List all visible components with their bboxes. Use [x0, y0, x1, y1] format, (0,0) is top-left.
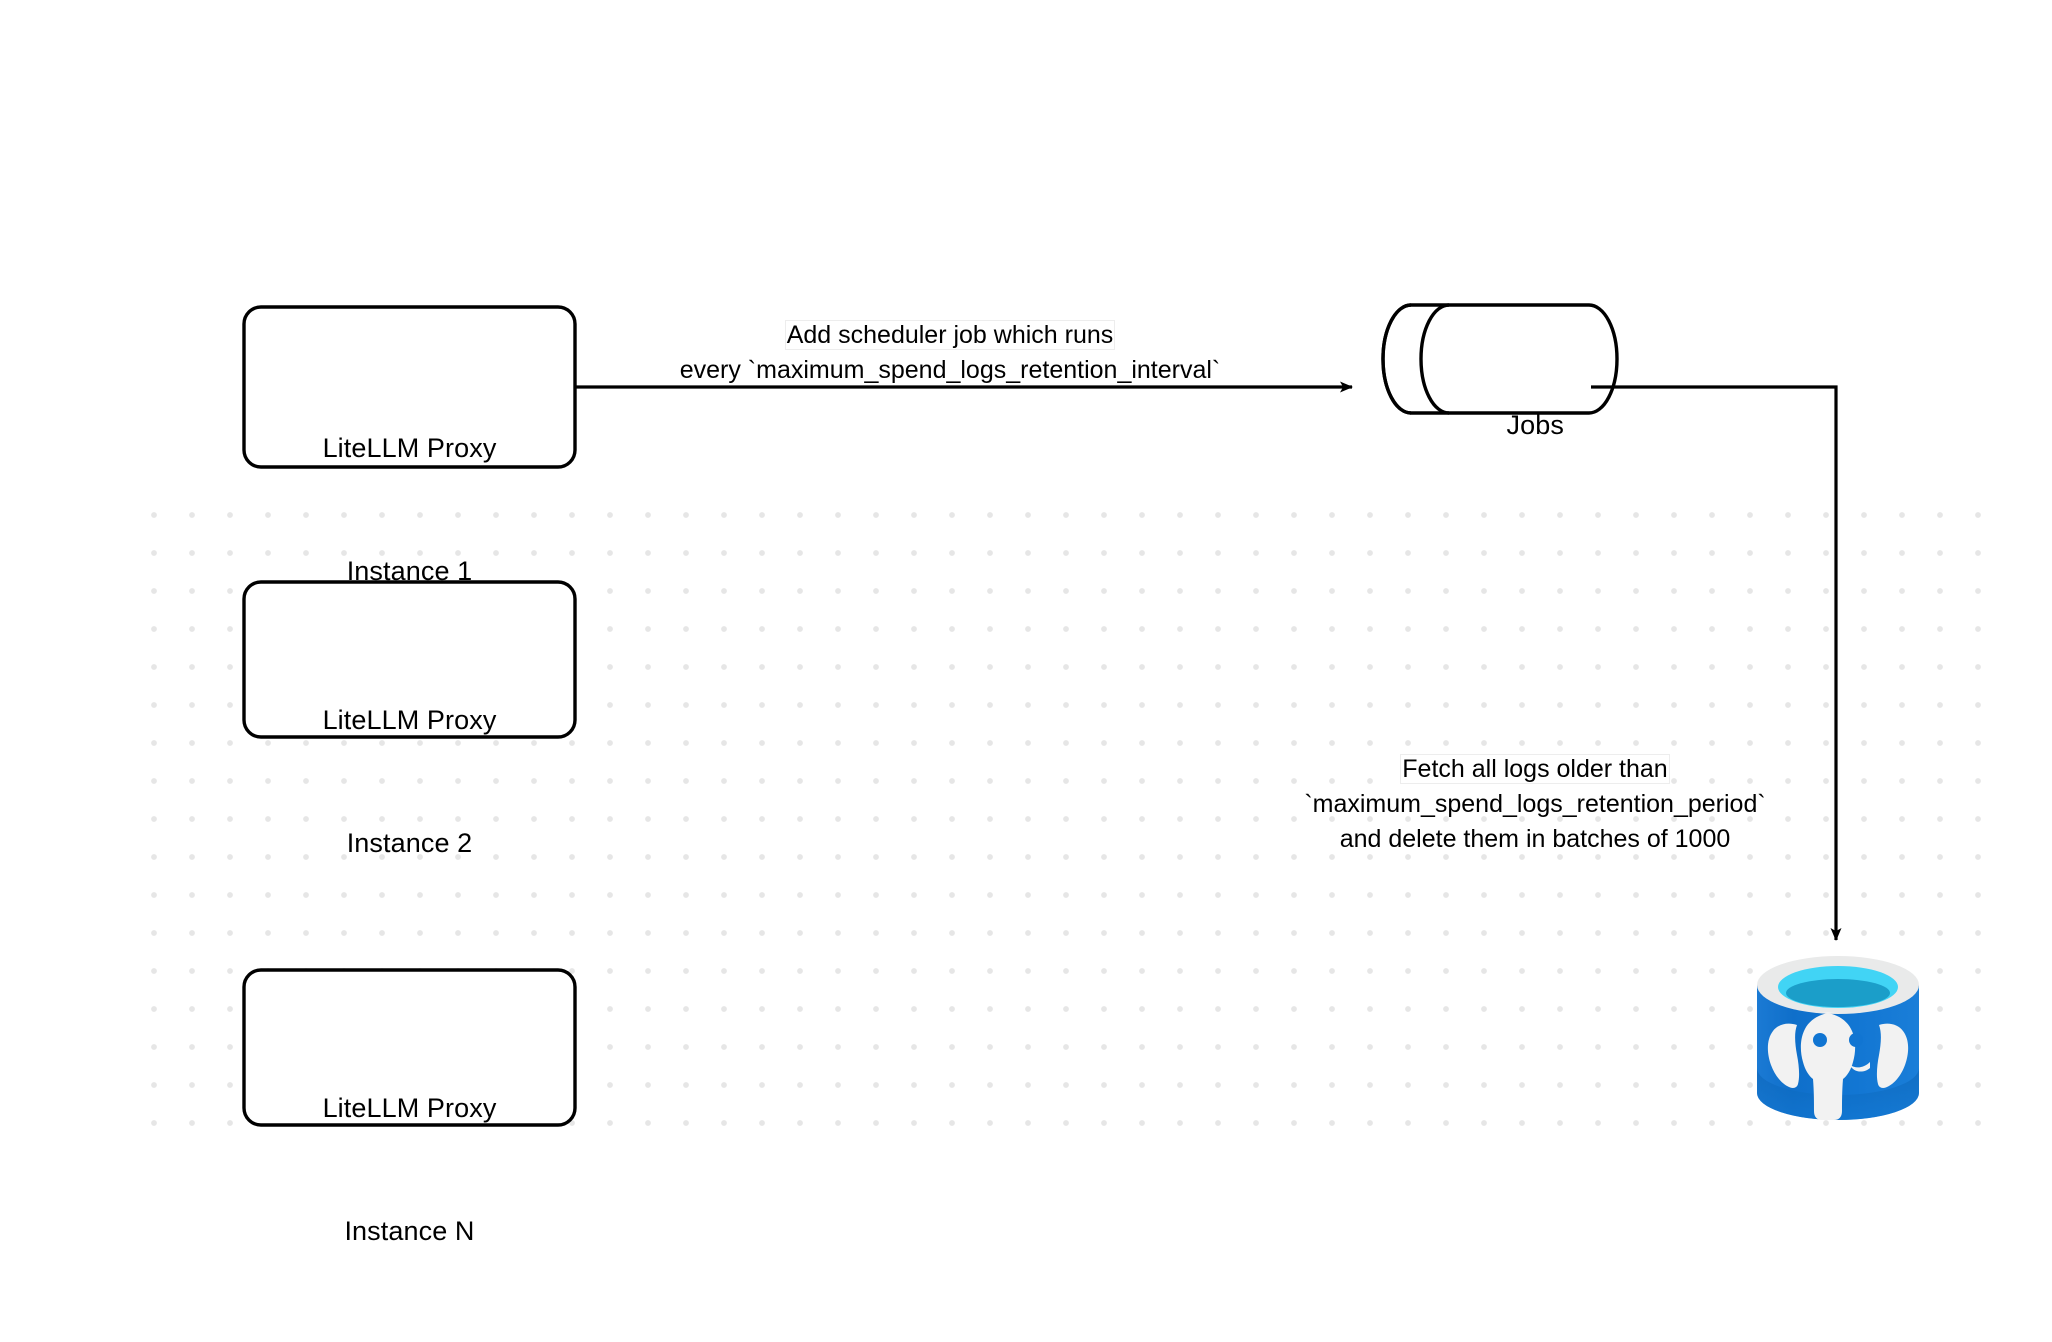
scheduler-label-line-1: Add scheduler job which runs: [785, 321, 1115, 349]
edge-label-scheduler-job[interactable]: Add scheduler job which runs every `maxi…: [620, 318, 1280, 388]
postgresql-elephant-icon: [1767, 1012, 1909, 1120]
cleanup-label-line-3: and delete them in batches of 1000: [1339, 825, 1731, 853]
edge-delete-old-logs[interactable]: [1591, 385, 1842, 941]
edge-label-delete-old-logs[interactable]: Fetch all logs older than `maximum_spend…: [1255, 752, 1815, 857]
node-litellm-proxy-instance-n[interactable]: [242, 968, 577, 1127]
scheduler-label-line-2: every `maximum_spend_logs_retention_inte…: [679, 356, 1221, 384]
node-postgres-database[interactable]: [1757, 956, 1919, 1120]
node-jobs-queue[interactable]: [1381, 303, 1619, 415]
cleanup-label-line-2: `maximum_spend_logs_retention_period`: [1304, 790, 1766, 818]
cleanup-label-line-1: Fetch all logs older than: [1401, 755, 1669, 783]
node-litellm-proxy-instance-1[interactable]: [242, 305, 577, 469]
node-litellm-proxy-instance-2[interactable]: [242, 580, 577, 739]
